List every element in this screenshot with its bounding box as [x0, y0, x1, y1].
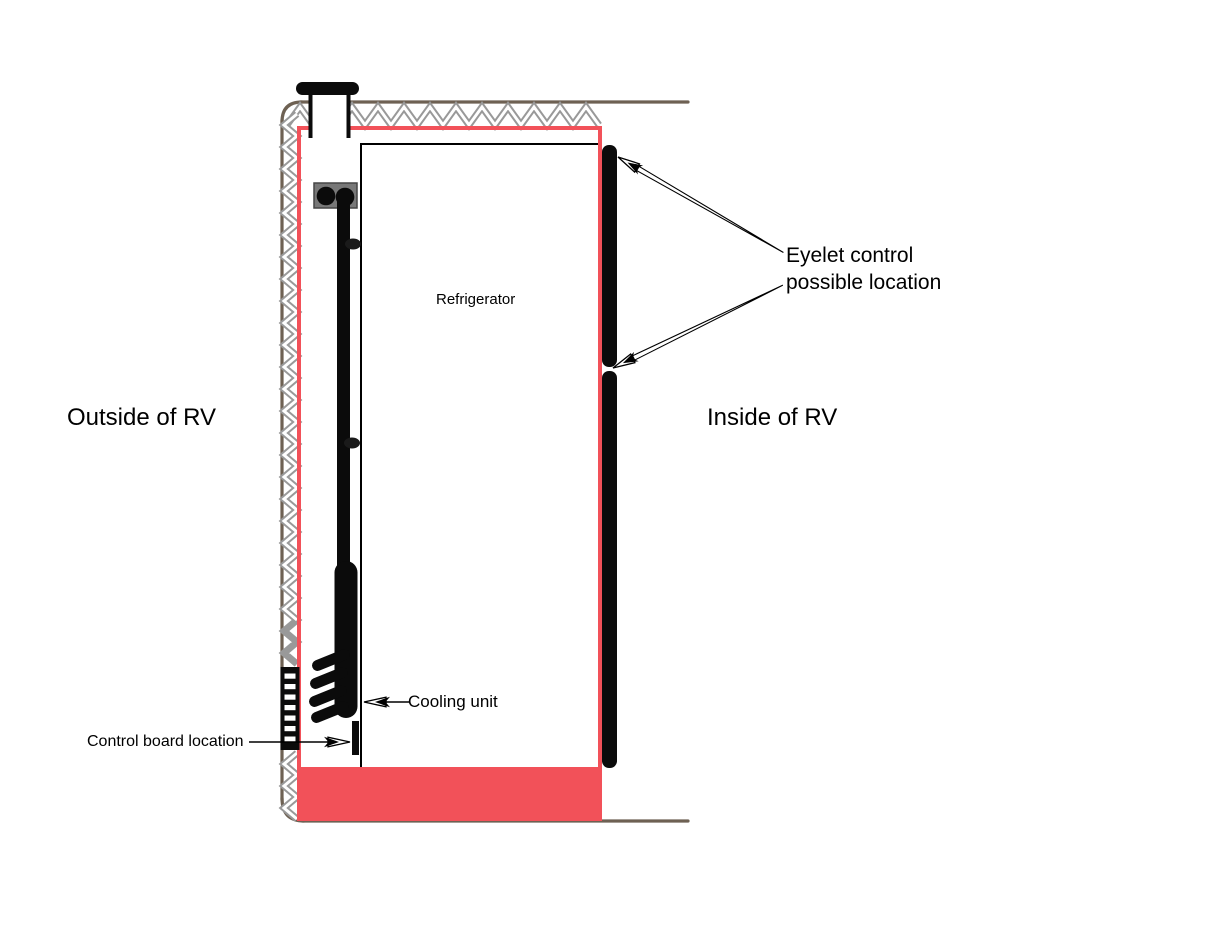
- inside-rv-label: Inside of RV: [707, 404, 838, 431]
- cooling-unit-label: Cooling unit: [408, 692, 498, 711]
- enclosure-red-liner: [297, 126, 602, 821]
- door-panel-upper: [602, 145, 617, 367]
- cooling-unit-assembly: [309, 196, 361, 723]
- control-board-arrow: [249, 736, 351, 748]
- absorber-tube: [337, 196, 350, 566]
- cooling-unit-arrow: [363, 696, 409, 708]
- cooling-coils: [309, 649, 350, 723]
- eyelet-control-label: Eyelet control possible location: [786, 242, 941, 296]
- flue-pipe: [308, 94, 313, 138]
- refrigerator-outline: [360, 143, 601, 767]
- door-panel-lower: [602, 371, 617, 768]
- eyelet-control-label-line2: possible location: [786, 271, 942, 294]
- refrigerator-label: Refrigerator: [436, 291, 516, 308]
- outside-rv-label: Outside of RV: [67, 404, 216, 431]
- burner-assembly: [313, 182, 358, 209]
- roof-vent: [296, 82, 359, 139]
- side-vent-louvers: [280, 667, 300, 750]
- control-board: [352, 721, 359, 755]
- tube-clamp-lower: [344, 437, 360, 449]
- control-board-label: Control board location: [87, 733, 244, 750]
- tube-clamp-upper: [345, 238, 361, 250]
- eyelet-control-label-line1: Eyelet control: [786, 244, 914, 267]
- eyelet-arrow-upper: [617, 156, 784, 253]
- vent-cap: [296, 82, 359, 95]
- refrigerator-doors: [602, 145, 617, 768]
- floor-base-block: [297, 767, 602, 821]
- eyelet-arrow-lower: [612, 284, 784, 369]
